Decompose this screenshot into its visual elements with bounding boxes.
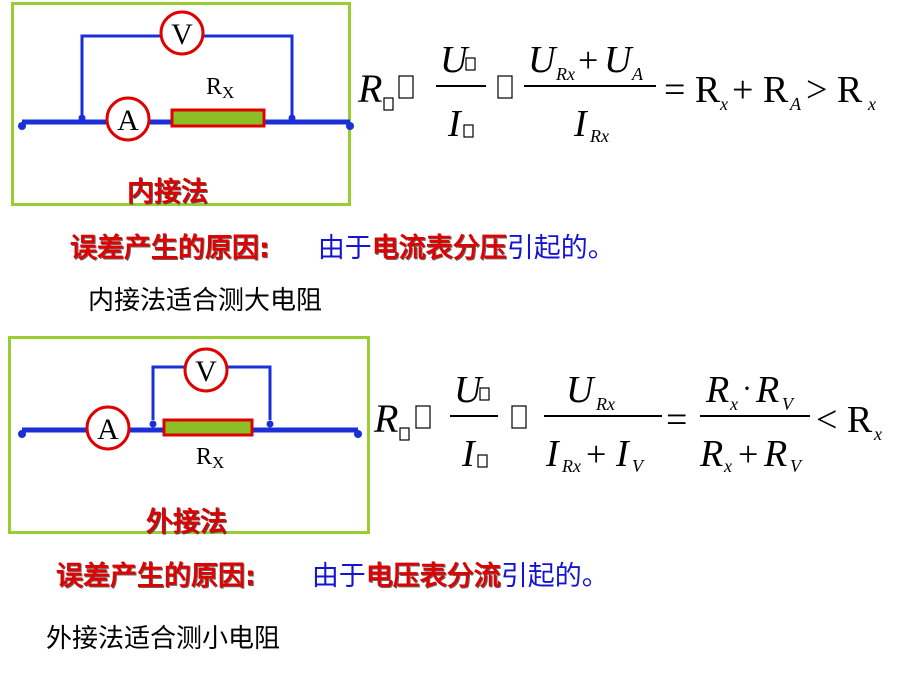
svg-text:I: I: [573, 103, 589, 145]
internal-connection-note: 内接法适合测大电阻: [88, 286, 323, 316]
junction-node: [78, 114, 86, 122]
svg-text:A: A: [117, 104, 139, 137]
resistor-label: RX: [206, 74, 234, 102]
internal-connection-panel: [11, 2, 351, 206]
svg-text:I: I: [545, 433, 561, 475]
svg-text:A: A: [97, 413, 119, 446]
svg-text:V: V: [632, 456, 645, 476]
svg-text:V: V: [171, 18, 193, 51]
external-connection-note: 外接法适合测小电阻: [46, 624, 281, 654]
svg-text:Rx: Rx: [555, 64, 575, 84]
svg-text:R: R: [763, 433, 787, 475]
svg-text:U: U: [454, 369, 484, 411]
svg-text:I: I: [461, 433, 477, 475]
svg-text:+: +: [738, 434, 758, 474]
svg-text:V: V: [790, 456, 803, 476]
terminal-right: [346, 122, 354, 130]
error-reason-label: 误差产生的原因:: [56, 561, 256, 592]
svg-text:R: R: [705, 369, 729, 411]
svg-text:·: ·: [742, 372, 752, 405]
internal-error-reason: 误差产生的原因: 由于电流表分压引起的。: [70, 226, 615, 265]
svg-text:+: +: [578, 40, 598, 80]
svg-text:A: A: [789, 94, 802, 114]
resistor-label: RX: [196, 444, 224, 472]
internal-connection-caption: 内接法: [127, 177, 208, 208]
terminal-left: [18, 122, 26, 130]
reason-suffix: 引起的。: [500, 561, 609, 592]
svg-text:I: I: [615, 433, 631, 475]
svg-text:=: =: [666, 399, 687, 441]
svg-text:U: U: [440, 39, 470, 81]
terminal-left: [18, 430, 26, 438]
svg-text:U: U: [528, 39, 558, 81]
junction-node: [288, 114, 296, 122]
svg-text:Rx: Rx: [589, 126, 609, 146]
svg-text:Rx: Rx: [561, 456, 581, 476]
resistor: [170, 108, 266, 128]
error-reason-label: 误差产生的原因:: [70, 233, 270, 264]
svg-text:R: R: [699, 433, 723, 475]
internal-connection-circuit: V A RX: [18, 10, 354, 142]
terminal-right: [354, 430, 362, 438]
ammeter-icon: A: [85, 405, 131, 451]
svg-text:x: x: [729, 394, 738, 414]
reason-prefix: 由于: [311, 561, 366, 592]
resistor: [162, 418, 254, 437]
ammeter-icon: A: [105, 96, 151, 142]
svg-text:U: U: [604, 39, 634, 81]
svg-text:< R: < R: [816, 399, 873, 441]
svg-text:I: I: [447, 103, 463, 145]
svg-text:> R: > R: [806, 69, 863, 111]
external-connection-panel: [8, 336, 370, 534]
svg-text:A: A: [631, 64, 644, 84]
internal-connection-formula: R U I U Rx + U A I Rx = R x + R A > R x: [357, 39, 876, 146]
reason-prefix: 由于: [317, 233, 372, 264]
svg-text:x: x: [873, 424, 882, 444]
reason-keyword: 电压表分流: [365, 561, 501, 592]
svg-text:x: x: [723, 456, 732, 476]
svg-text:Rx: Rx: [595, 394, 615, 414]
reason-keyword: 电流表分压: [371, 233, 507, 264]
svg-text:V: V: [782, 394, 795, 414]
external-connection-circuit: V A RX: [18, 347, 362, 472]
svg-text:= R: = R: [664, 69, 721, 111]
junction-node: [149, 420, 157, 428]
svg-text:U: U: [566, 369, 596, 411]
svg-text:+ R: + R: [732, 69, 789, 111]
external-connection-caption: 外接法: [146, 507, 227, 538]
svg-text:x: x: [719, 94, 728, 114]
voltmeter-icon: V: [159, 10, 205, 56]
svg-text:V: V: [195, 355, 217, 388]
svg-text:x: x: [867, 94, 876, 114]
external-connection-formula: R U I U Rx I Rx + I V = R x · R V R x + …: [373, 369, 882, 476]
reason-suffix: 引起的。: [506, 233, 615, 264]
junction-node: [266, 420, 274, 428]
external-error-reason: 误差产生的原因: 由于电压表分流引起的。: [56, 554, 609, 593]
voltmeter-icon: V: [183, 347, 229, 393]
svg-text:+: +: [586, 434, 606, 474]
svg-text:R: R: [357, 66, 382, 111]
svg-text:R: R: [755, 369, 779, 411]
svg-text:R: R: [373, 396, 398, 441]
